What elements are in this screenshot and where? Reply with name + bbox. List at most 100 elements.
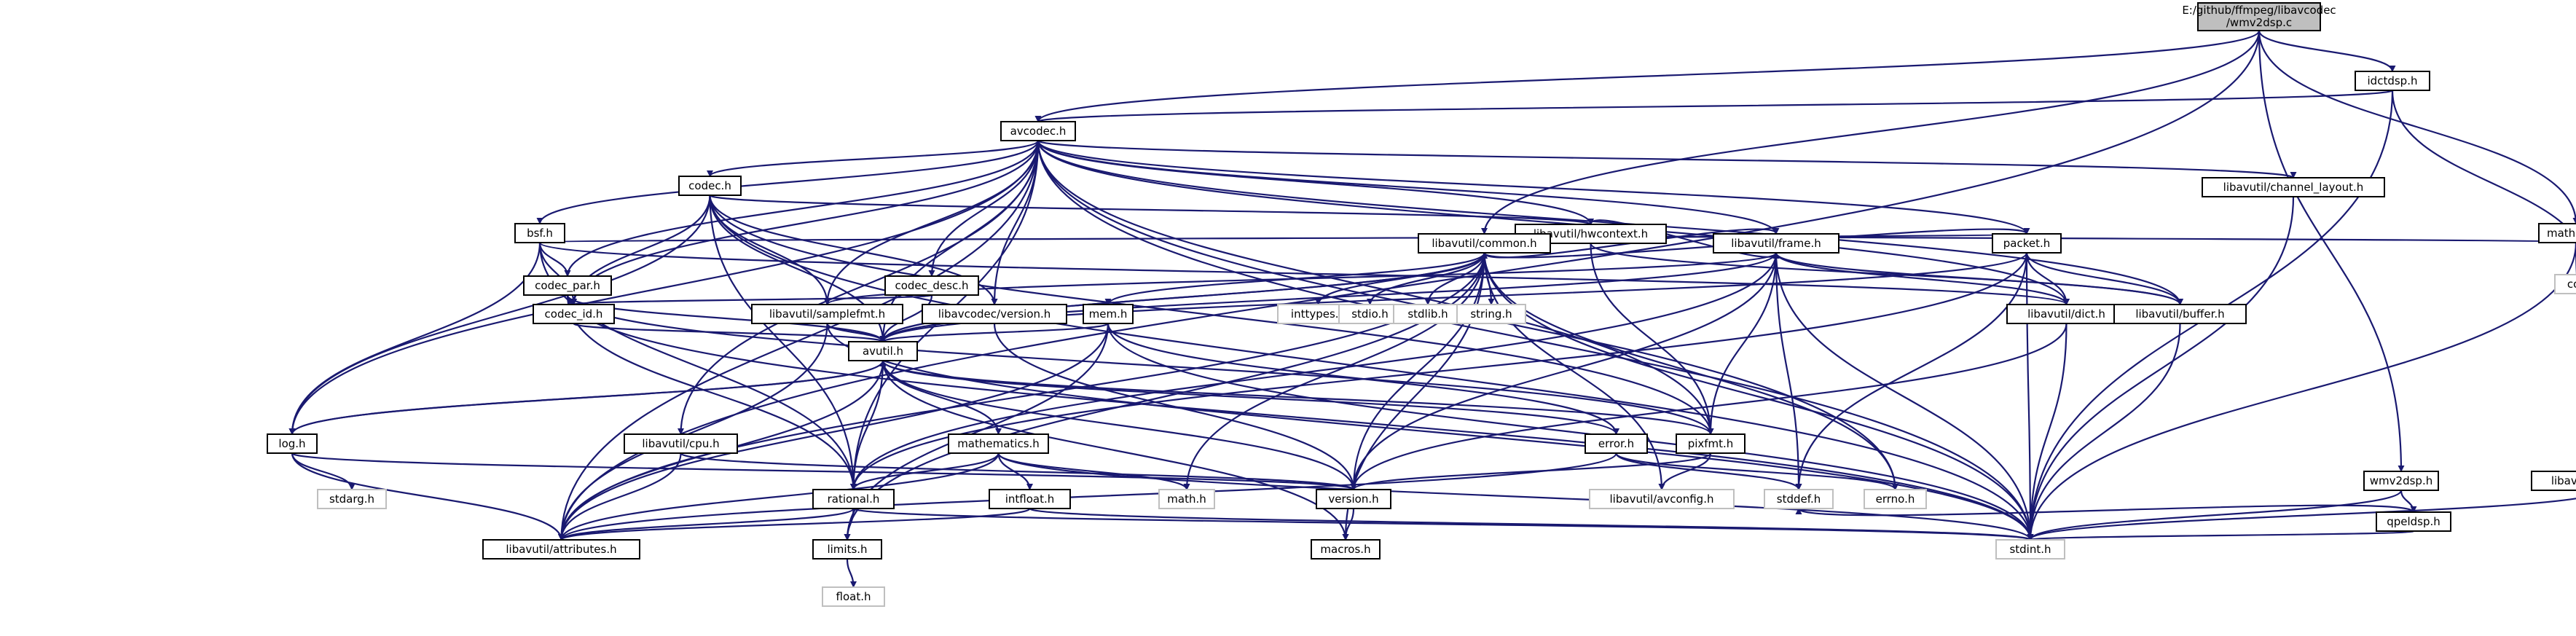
file-label: mathops.h xyxy=(2547,227,2576,240)
dependency-edges xyxy=(288,30,2576,588)
file-node-idctdsp[interactable]: idctdsp.h xyxy=(2355,71,2430,91)
edge-frame-to-stddef xyxy=(1775,252,1802,490)
edge-buffer-to-stdint xyxy=(2027,323,2181,541)
file-node-codecid[interactable]: codec_id.h xyxy=(533,304,615,324)
file-label: avcodec.h xyxy=(1010,125,1067,138)
edge-avcodec-to-chlayout xyxy=(1037,139,2296,179)
edge-error-to-errno xyxy=(1615,452,1898,490)
file-label: libavutil/samplefmt.h xyxy=(769,307,885,321)
file-label: stdio.h xyxy=(1351,307,1389,321)
file-node-attributes[interactable]: libavutil/attributes.h xyxy=(482,539,640,560)
edge-avcodec-to-dict xyxy=(1037,140,2070,305)
edge-cpu-to-attributes xyxy=(558,452,682,541)
file-node-common[interactable]: libavutil/common.h xyxy=(1418,233,1551,254)
file-node-config: config.h xyxy=(2554,274,2576,294)
edge-avcodec-to-codecid xyxy=(570,140,1040,305)
file-label: pixfmt.h xyxy=(1688,437,1734,450)
edge-avcodec-to-attributes xyxy=(558,140,1040,541)
file-node-mem[interactable]: mem.h xyxy=(1083,304,1134,324)
file-node-qpeldsp[interactable]: qpeldsp.h xyxy=(2376,511,2451,532)
file-label: libavutil/frame.h xyxy=(1731,237,1821,250)
edge-avcodec-to-codecpar xyxy=(564,140,1040,277)
edge-idctdsp-to-avcodec xyxy=(1035,89,2394,123)
edge-error-to-stddef xyxy=(1615,452,1802,490)
file-label: math.h xyxy=(1167,492,1206,506)
file-node-codec[interactable]: codec.h xyxy=(678,176,742,196)
file-node-error[interactable]: error.h xyxy=(1585,433,1648,454)
edge-common-to-stdio xyxy=(1367,252,1485,305)
edge-frame-to-rational xyxy=(850,252,1778,490)
file-node-reverse[interactable]: libavutil/reverse.h xyxy=(2531,471,2576,491)
edge-codec-to-log xyxy=(288,195,711,435)
edge-avcodec-to-buffer xyxy=(1037,140,2183,305)
edge-codecpar-to-avutil xyxy=(566,294,887,342)
file-node-stdio: stdio.h xyxy=(1338,304,1402,324)
file-label: string.h xyxy=(1470,307,1512,321)
file-node-stddef: stddef.h xyxy=(1764,489,1834,509)
edge-frame-to-version xyxy=(1350,252,1778,490)
file-node-packet[interactable]: packet.h xyxy=(1992,233,2062,254)
edge-pixfmt-to-version xyxy=(1350,452,1712,491)
file-label: stdarg.h xyxy=(329,492,374,506)
file-label: codec_par.h xyxy=(535,279,600,293)
file-node-rational[interactable]: rational.h xyxy=(812,489,895,509)
root-file-label-line1: E:/github/ffmpeg/libavcodec xyxy=(2182,4,2336,17)
edge-intfloat-to-attributes xyxy=(558,507,1031,541)
edge-codec-to-pixfmt xyxy=(709,195,1714,435)
edge-reverse-to-stdint xyxy=(2027,498,2576,541)
file-label: codec.h xyxy=(688,179,731,192)
edge-codecpar-to-pixfmt xyxy=(566,294,1714,435)
file-node-buffer[interactable]: libavutil/buffer.h xyxy=(2113,304,2247,324)
file-node-avcversion[interactable]: libavcodec/version.h xyxy=(922,304,1067,324)
edge-bsf-to-log xyxy=(288,242,541,435)
file-node-samplefmt[interactable]: libavutil/samplefmt.h xyxy=(751,304,903,324)
edge-mathematics-to-attributes xyxy=(558,452,1000,541)
edge-qpeldsp-to-stdint xyxy=(2027,530,2415,541)
edge-avutil-to-rational xyxy=(850,360,884,490)
file-node-frame[interactable]: libavutil/frame.h xyxy=(1713,233,1839,254)
file-node-cpu[interactable]: libavutil/cpu.h xyxy=(624,433,738,454)
file-node-mathops[interactable]: mathops.h xyxy=(2538,223,2576,243)
file-label: errno.h xyxy=(1876,492,1915,506)
edge-common-to-stdlib xyxy=(1424,252,1485,305)
file-node-wmv2dsp[interactable]: wmv2dsp.h xyxy=(2363,471,2439,491)
file-node-log[interactable]: log.h xyxy=(267,433,318,454)
file-node-codecdesc[interactable]: codec_desc.h xyxy=(884,275,979,296)
file-node-pixfmt[interactable]: pixfmt.h xyxy=(1676,433,1746,454)
edge-codecdesc-to-codecid xyxy=(570,294,933,306)
file-label: avutil.h xyxy=(863,345,903,358)
edge-avcodec-to-frame xyxy=(1037,140,1780,235)
edge-mathops-to-stdint xyxy=(2027,242,2576,541)
file-node-macros[interactable]: macros.h xyxy=(1311,539,1381,560)
file-node-limits[interactable]: limits.h xyxy=(812,539,882,560)
file-node-avcodec[interactable]: avcodec.h xyxy=(1000,121,1076,141)
file-label: intfloat.h xyxy=(1005,492,1055,506)
file-node-mathematics[interactable]: mathematics.h xyxy=(948,433,1049,454)
file-node-bsf[interactable]: bsf.h xyxy=(514,223,565,243)
root-file-node[interactable]: E:/github/ffmpeg/libavcodec /wmv2dsp.c xyxy=(2182,2,2336,31)
file-label: float.h xyxy=(836,590,871,603)
edge-packet-to-stdint xyxy=(2025,252,2034,541)
edge-frame-to-stdint xyxy=(1775,252,2034,541)
file-node-codecpar[interactable]: codec_par.h xyxy=(523,275,612,296)
file-label: macros.h xyxy=(1320,543,1370,556)
edge-mathematics-to-intfloat xyxy=(997,452,1033,490)
edge-packet-to-buffer xyxy=(2025,252,2183,305)
edge-intfloat-to-stdint xyxy=(1029,507,2033,541)
file-label: stdint.h xyxy=(2009,543,2051,556)
file-node-intfloat[interactable]: intfloat.h xyxy=(989,489,1071,509)
file-node-chlayout[interactable]: libavutil/channel_layout.h xyxy=(2202,177,2385,197)
file-label: libavcodec/version.h xyxy=(938,307,1051,321)
file-node-version[interactable]: version.h xyxy=(1316,489,1391,509)
edge-avcversion-to-version xyxy=(993,323,1357,490)
edge-mem-to-avutil xyxy=(879,322,1110,343)
file-label: libavutil/attributes.h xyxy=(506,543,616,556)
file-label: libavutil/hwcontext.h xyxy=(1534,227,1648,240)
file-node-avutil[interactable]: avutil.h xyxy=(848,341,918,361)
file-label: libavutil/buffer.h xyxy=(2135,307,2224,321)
file-node-dict[interactable]: libavutil/dict.h xyxy=(2006,304,2127,324)
edge-packet-to-dict xyxy=(2025,252,2070,305)
edge-common-to-mem xyxy=(1104,252,1485,305)
edge-mathematics-to-stdint xyxy=(997,452,2034,541)
